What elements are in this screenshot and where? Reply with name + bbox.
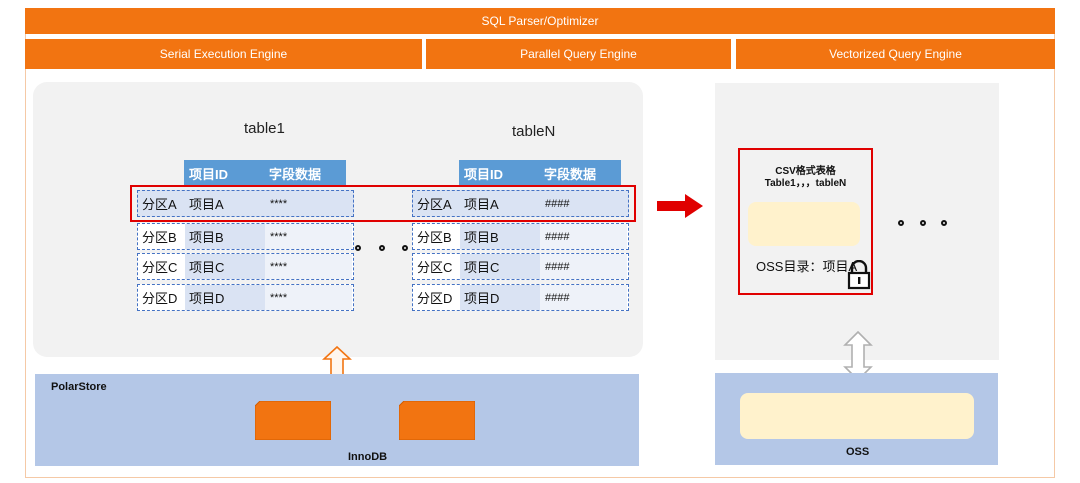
data-cell: ####	[540, 285, 627, 310]
data-cell: ****	[265, 224, 352, 249]
red-right-arrow-icon	[657, 194, 703, 218]
parallel-engine-bar: Parallel Query Engine	[426, 39, 731, 69]
partition-label: 分区C	[417, 260, 453, 275]
item-cell: 项目B	[460, 224, 544, 249]
data-cell: ****	[265, 254, 352, 279]
csv-title-line2: Table1，，，tableN	[764, 178, 847, 189]
partition-label: 分区A	[142, 197, 177, 212]
table1-header-data: 字段数据	[264, 160, 346, 186]
partition-label: 分区D	[417, 291, 453, 306]
csv-title-line1: CSV格式表格	[775, 166, 836, 177]
oss-storage-block	[740, 393, 974, 439]
tableN-header-data: 字段数据	[539, 160, 621, 186]
table1-row-a: 分区A 项目A ****	[137, 190, 354, 217]
tableN-row-a: 分区A 项目A ####	[412, 190, 629, 217]
ellipsis-dot-icon	[898, 220, 904, 226]
oss-label: OSS	[846, 446, 870, 458]
tableN-header-id: 项目ID	[459, 160, 539, 186]
sql-parser-bar: SQL Parser/Optimizer	[25, 8, 1055, 34]
table1-title: table1	[244, 120, 285, 137]
item-cell: 项目A	[185, 191, 269, 216]
item-cell: 项目A	[460, 191, 544, 216]
data-cell: ####	[540, 224, 627, 249]
polarstore-label: PolarStore	[51, 381, 107, 393]
table1-row-c: 分区C 项目C ****	[137, 253, 354, 280]
lock-icon	[847, 260, 871, 290]
vectorized-engine-label: Vectorized Query Engine	[829, 47, 962, 61]
item-cell: 项目B	[185, 224, 269, 249]
ellipsis-dot-icon	[355, 245, 361, 251]
ellipsis-dot-icon	[941, 220, 947, 226]
parallel-engine-label: Parallel Query Engine	[520, 47, 637, 61]
tableN-row-c: 分区C 项目C ####	[412, 253, 629, 280]
tableN-row-d: 分区D 项目D ####	[412, 284, 629, 311]
partition-label: 分区B	[417, 230, 452, 245]
sql-parser-label: SQL Parser/Optimizer	[481, 14, 599, 28]
item-cell: 项目D	[185, 285, 269, 310]
ellipsis-dot-icon	[379, 245, 385, 251]
partition-label: 分区D	[142, 291, 178, 306]
innodb-block-1	[255, 401, 331, 440]
table1-row-d: 分区D 项目D ****	[137, 284, 354, 311]
csv-data-block	[748, 202, 860, 246]
tableN-title: tableN	[512, 123, 556, 140]
oss-directory-label: OSS目录：项目A	[756, 259, 858, 274]
item-cell: 项目D	[460, 285, 544, 310]
vectorized-engine-bar: Vectorized Query Engine	[736, 39, 1055, 69]
partition-label: 分区C	[142, 260, 178, 275]
item-cell: 项目C	[460, 254, 544, 279]
csv-title: CSV格式表格 Table1，，，tableN	[740, 166, 871, 190]
data-cell: ****	[265, 285, 352, 310]
polarstore-panel	[35, 374, 639, 466]
table1-row-b: 分区B 项目B ****	[137, 223, 354, 250]
data-cell: ####	[540, 191, 627, 216]
partition-a-highlight	[130, 185, 636, 222]
compute-panel-left	[33, 82, 643, 357]
table1-header-id: 项目ID	[184, 160, 264, 186]
partition-label: 分区A	[417, 197, 452, 212]
data-cell: ####	[540, 254, 627, 279]
ellipsis-dot-icon	[920, 220, 926, 226]
data-cell: ****	[265, 191, 352, 216]
ellipsis-dot-icon	[402, 245, 408, 251]
item-cell: 项目C	[185, 254, 269, 279]
partition-label: 分区B	[142, 230, 177, 245]
serial-engine-bar: Serial Execution Engine	[25, 39, 422, 69]
tableN-row-b: 分区B 项目B ####	[412, 223, 629, 250]
innodb-label: InnoDB	[348, 451, 388, 463]
serial-engine-label: Serial Execution Engine	[159, 47, 288, 61]
innodb-block-2	[399, 401, 475, 440]
